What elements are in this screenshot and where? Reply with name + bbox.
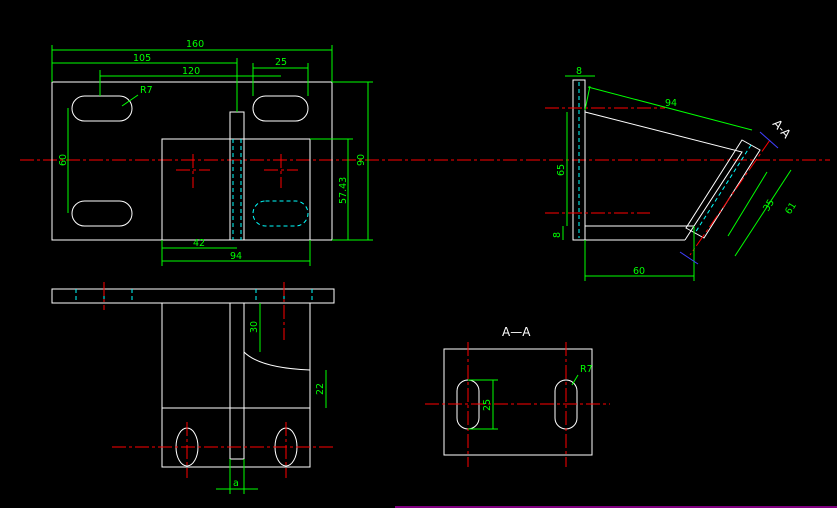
top-view-vertical-web: [229, 111, 245, 241]
dim-text-8-bottom: 8: [552, 232, 563, 238]
section-view: A—A 25 R7: [425, 325, 610, 467]
front-view-web: [229, 302, 245, 460]
section-mark-top: [759, 131, 779, 149]
dim-text-57-43: 57.43: [338, 177, 349, 204]
dim-text-90: 90: [356, 154, 367, 166]
section-view-outline: [443, 348, 593, 456]
dim-text-65: 65: [556, 164, 567, 176]
dim-text-30: 30: [249, 321, 260, 333]
dim-text-35: 35: [761, 198, 777, 214]
slot-top-left: [71, 95, 133, 122]
side-view-angled-plate: [685, 139, 761, 239]
side-view-center-angled: [689, 139, 771, 256]
dim-line-61: [734, 169, 792, 257]
front-view-gusset-curve: [243, 351, 311, 371]
dim-text-94-incline: 94: [665, 98, 677, 109]
section-mark-bottom: [679, 251, 699, 265]
dim-leader-r7: [121, 94, 139, 107]
dim-text-r7-section: R7: [580, 364, 593, 375]
front-view-top-plate: [51, 288, 335, 304]
side-view-angled-hidden: [694, 144, 752, 234]
dim-text-61: 61: [783, 201, 799, 217]
slot-bottom-right-hidden: [252, 200, 309, 227]
dim-text-r7: R7: [140, 85, 153, 96]
dim-text-42: 42: [193, 238, 205, 249]
slot-top-right: [252, 95, 309, 122]
side-view-incline-outline: [584, 111, 743, 227]
dim-ext-94-left: [584, 85, 591, 111]
front-view-body: [161, 302, 311, 468]
front-view: 30 22 a: [51, 282, 335, 494]
dim-text-22: 22: [315, 383, 326, 395]
dim-text-25-section: 25: [482, 399, 493, 411]
dim-line-94-incline: [587, 86, 753, 131]
dim-leader-r7-section: [571, 374, 579, 386]
dim-text-60-base: 60: [633, 266, 645, 277]
dim-text-105: 105: [133, 53, 151, 64]
dim-text-8-top: 8: [576, 66, 582, 77]
slot-bottom-left: [71, 200, 133, 227]
section-view-title: A—A: [502, 325, 531, 339]
dim-text-160: 160: [186, 39, 204, 50]
dim-text-a: a: [233, 478, 239, 489]
dim-text-25: 25: [275, 57, 287, 68]
side-view-base-diag: [684, 225, 695, 241]
dim-text-120: 120: [182, 66, 200, 77]
top-view-plate-outline: [51, 81, 333, 241]
dim-line-35: [727, 171, 768, 237]
side-view: 8 94 65 8 60 35 61 A-A: [545, 66, 799, 281]
section-label-a-a: A-A: [770, 117, 794, 142]
top-view-rib-outline: [161, 138, 311, 241]
top-view: 160 105 120 25 R7 60 90 57.43 42 94: [51, 39, 373, 266]
dim-text-94: 94: [230, 251, 242, 262]
dim-text-60: 60: [58, 154, 69, 166]
